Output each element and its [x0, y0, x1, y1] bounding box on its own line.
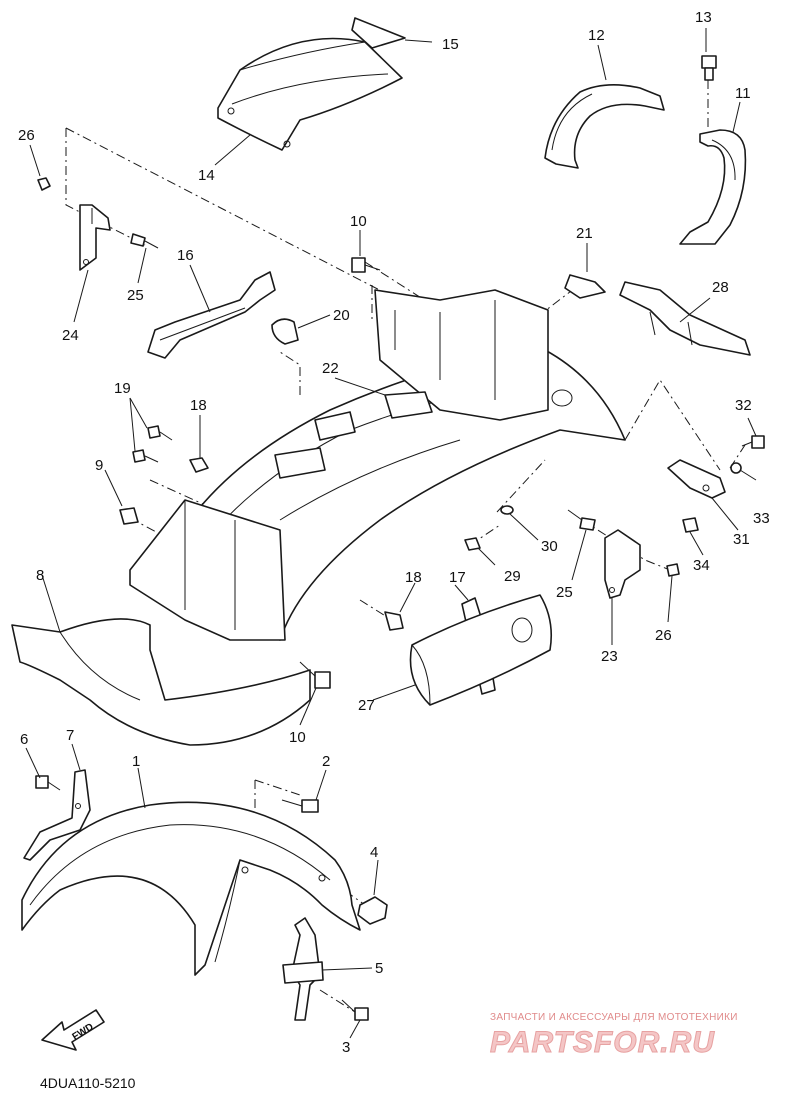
part-29-collar	[464, 537, 481, 551]
callout-29: 29	[504, 568, 521, 585]
part-21-block	[564, 274, 606, 299]
callout-18-a: 18	[190, 397, 207, 414]
callout-15: 15	[442, 36, 459, 53]
diagram-code: 4DUA110-5210	[40, 1075, 136, 1091]
part-31-plate	[667, 459, 726, 499]
callout-19: 19	[114, 380, 131, 397]
callout-25-mid: 25	[556, 584, 573, 601]
callout-33: 33	[753, 510, 770, 527]
part-18-rivet-b	[384, 611, 404, 631]
part-26-nut-top	[37, 177, 51, 191]
callout-6: 6	[20, 731, 28, 748]
part-11-side-handle	[679, 129, 747, 245]
part-23-bracket	[604, 529, 641, 599]
part-34-nut	[682, 517, 699, 533]
callout-28: 28	[712, 279, 729, 296]
part-3-bolt	[341, 999, 369, 1021]
part-19-screws	[132, 425, 173, 463]
callout-16: 16	[177, 247, 194, 264]
watermark-logo: PARTSFOR.RU	[490, 1026, 715, 1059]
part-4-grommet	[357, 896, 388, 925]
part-5-bracket	[282, 917, 324, 1021]
part-9-nut	[119, 507, 139, 525]
callout-34: 34	[693, 557, 710, 574]
callout-4: 4	[370, 844, 378, 861]
part-16-strap-bracket	[147, 271, 276, 359]
callout-17: 17	[449, 569, 466, 586]
callout-24: 24	[62, 327, 79, 344]
part-32-bolt	[741, 435, 765, 449]
part-10-bolt-bottom	[299, 661, 331, 689]
callout-14: 14	[198, 167, 215, 184]
callout-30: 30	[541, 538, 558, 555]
part-12-grab-handle	[544, 84, 665, 169]
callout-13: 13	[695, 9, 712, 26]
part-30-washer	[500, 505, 514, 515]
part-25-screw-mid	[567, 509, 596, 531]
callout-26-lower: 26	[655, 627, 672, 644]
callout-3: 3	[342, 1039, 350, 1056]
callout-25-top: 25	[127, 287, 144, 304]
callout-26-top: 26	[18, 127, 35, 144]
part-33-washer	[730, 462, 742, 474]
leader-lines	[25, 28, 757, 1039]
callout-18-b: 18	[405, 569, 422, 586]
callout-20: 20	[333, 307, 350, 324]
callout-11: 11	[735, 85, 751, 102]
part-6-bolt	[35, 775, 61, 791]
callout-8: 8	[36, 567, 44, 584]
part-2-bolt	[281, 799, 319, 813]
callout-31: 31	[733, 531, 750, 548]
callout-5: 5	[375, 960, 383, 977]
watermark-tagline: ЗАПЧАСТИ И АКСЕССУАРЫ ДЛЯ МОТОТЕХНИКИ	[490, 1012, 738, 1023]
callout-1: 1	[132, 753, 140, 770]
callout-23: 23	[601, 648, 618, 665]
callout-7: 7	[66, 727, 74, 744]
part-26-nut-lower	[666, 563, 680, 577]
callout-labels: 15 14 12 13 11 26 24 25 16 20 21 28 22 1…	[18, 9, 770, 1056]
part-24-bracket	[79, 204, 111, 271]
part-10-bolt-top	[351, 257, 381, 273]
part-1-front-fender	[21, 801, 361, 976]
watermark: ЗАПЧАСТИ И АКСЕССУАРЫ ДЛЯ МОТОТЕХНИКИ PA…	[490, 1012, 738, 1060]
part-8-inner-fender	[11, 499, 311, 746]
part-13-bolt	[701, 55, 717, 81]
part-18-rivet-a	[189, 457, 209, 473]
part-20-clamp	[271, 318, 299, 345]
fwd-arrow: FWD	[41, 1009, 105, 1051]
callout-12: 12	[588, 27, 605, 44]
callout-9: 9	[95, 457, 103, 474]
callout-10-top: 10	[350, 213, 367, 230]
callout-22: 22	[322, 360, 339, 377]
part-25-screw-top	[130, 233, 159, 249]
part-27-cover	[409, 594, 553, 706]
callout-10-bottom: 10	[289, 729, 306, 746]
callout-32: 32	[735, 397, 752, 414]
callout-27: 27	[358, 697, 375, 714]
callout-2: 2	[322, 753, 330, 770]
callout-21: 21	[576, 225, 593, 242]
part-14-cowl-panel	[217, 37, 403, 151]
part-7-bracket	[23, 769, 91, 861]
